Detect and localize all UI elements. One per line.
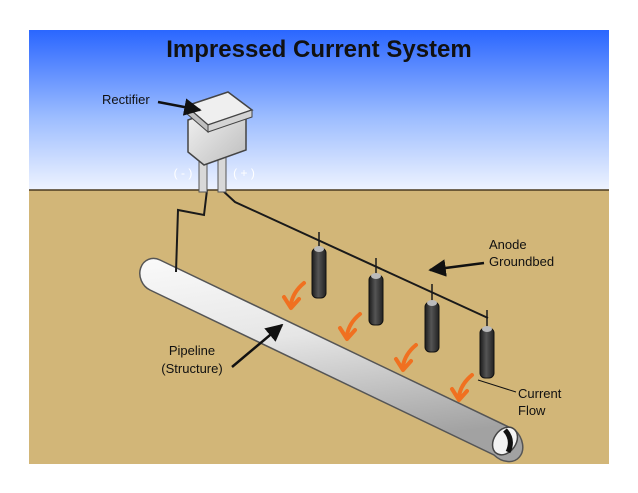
anode-label-line2: Groundbed (489, 254, 554, 269)
current-callout-line (477, 379, 517, 393)
rectifier-callout-arrow (157, 98, 202, 116)
rectifier-box-icon (184, 91, 254, 193)
anode-label-line1: Anode (489, 237, 527, 252)
pipeline-label-line2: (Structure) (161, 361, 222, 376)
negative-terminal-label: ( - ) (174, 166, 193, 180)
diagram-title: Impressed Current System (166, 36, 471, 63)
soil-background (29, 190, 609, 464)
current-label-line1: Current (518, 386, 562, 401)
pipeline-callout-arrow (231, 323, 284, 368)
anode-callout-arrow (428, 259, 485, 277)
pipeline-label-line1: Pipeline (169, 343, 215, 358)
negative-wire (175, 189, 208, 273)
positive-wire (221, 189, 489, 319)
rectifier-label: Rectifier (102, 92, 150, 107)
positive-terminal-label: ( + ) (233, 166, 255, 180)
pipeline (139, 257, 524, 463)
anode-rod-icon (311, 246, 495, 379)
current-arrow-icon (282, 281, 474, 402)
current-label-line2: Flow (518, 403, 546, 418)
sky-background (29, 30, 609, 190)
